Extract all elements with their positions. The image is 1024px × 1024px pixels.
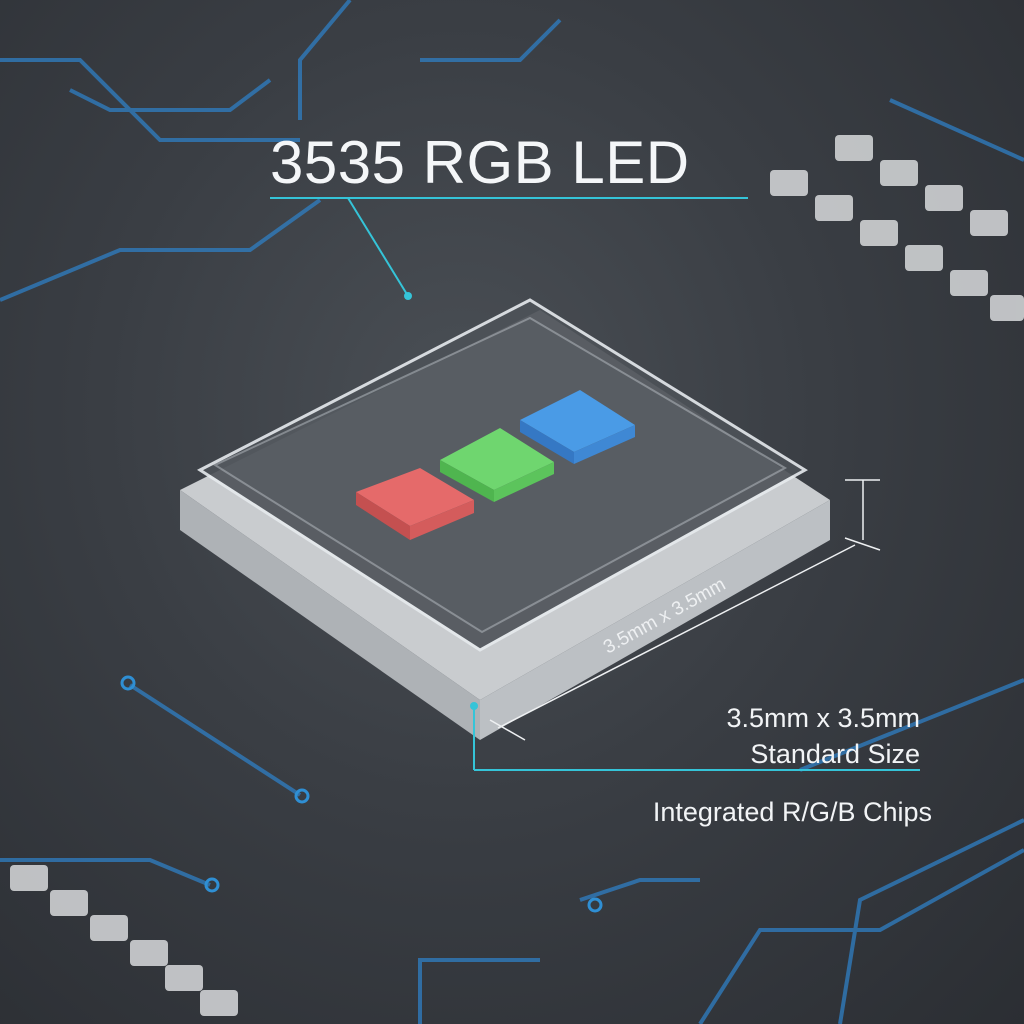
chip-blue [520, 390, 635, 464]
chip-green [440, 428, 554, 502]
size-callout: 3.5mm x 3.5mm Standard Size [600, 700, 920, 772]
size-callout-line1: 3.5mm x 3.5mm [726, 703, 920, 733]
chips-callout: Integrated R/G/B Chips [652, 797, 932, 827]
size-callout-line2: Standard Size [750, 739, 920, 769]
product-title: 3535 RGB LED [270, 129, 690, 196]
chip-red [356, 468, 474, 540]
